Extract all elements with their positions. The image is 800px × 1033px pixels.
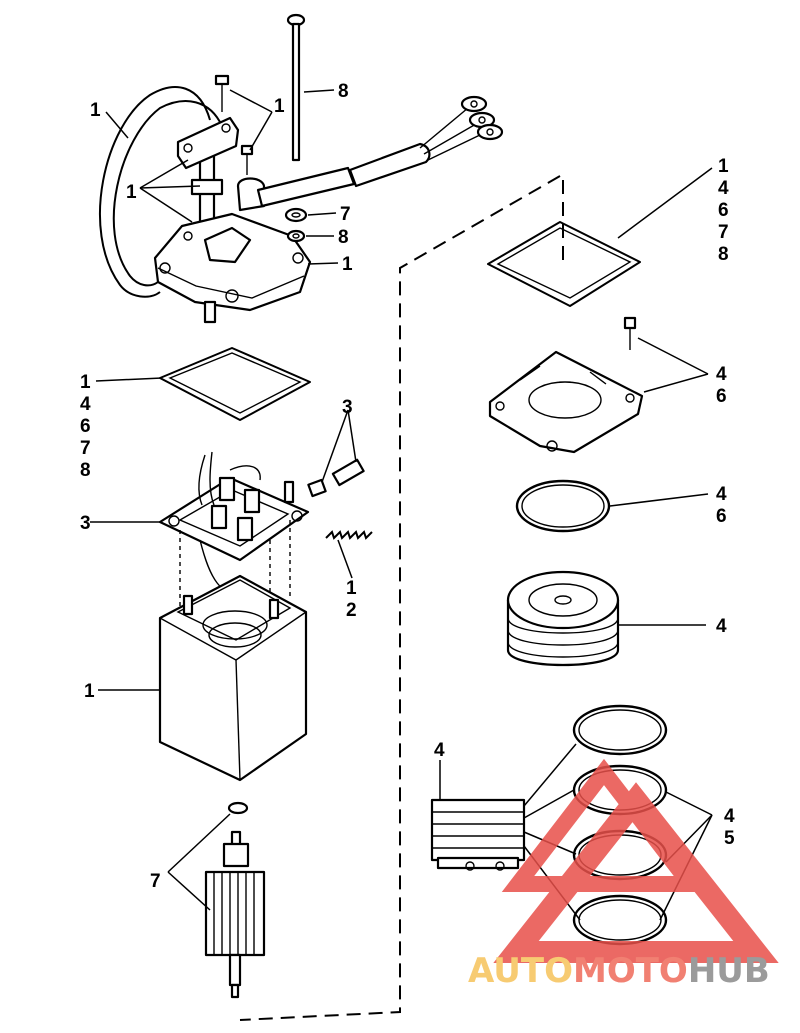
callout-line: 4 [716, 484, 727, 505]
o-ring-upper [515, 479, 611, 533]
washer [284, 207, 308, 223]
callout-line: 6 [716, 506, 727, 527]
watermark-part3: HUB [688, 951, 770, 991]
callout-line: 6 [80, 416, 91, 437]
callout-line: 8 [338, 227, 349, 248]
bracket-screw [240, 144, 254, 175]
callout-line: 7 [718, 222, 729, 243]
callout-line: 5 [724, 828, 735, 849]
bracket-screw [214, 74, 230, 112]
callout-line: 2 [346, 600, 357, 621]
callout-line: 8 [718, 244, 729, 265]
hose-loop [99, 86, 211, 298]
callout-line: 8 [338, 81, 349, 102]
callout-c19: 7 [150, 871, 161, 892]
callout-c5: 7 [340, 204, 351, 225]
callout-c1: 1 [90, 100, 101, 121]
callout-line: 7 [340, 204, 351, 225]
armature [204, 830, 266, 999]
callout-c3: 1 [126, 182, 137, 203]
callout-line: 6 [716, 386, 727, 407]
brush-spring [325, 530, 373, 540]
motor-frame [158, 574, 308, 782]
callout-line: 7 [150, 871, 161, 892]
callout-line: 1 [90, 100, 101, 121]
callout-line: 1 [274, 96, 285, 117]
valve-stack [430, 798, 526, 871]
callout-c6: 8 [338, 227, 349, 248]
gasket-left [159, 347, 311, 421]
callout-c4: 8 [338, 81, 349, 102]
callout-line: 4 [716, 364, 727, 385]
armature-washer [227, 801, 249, 815]
callout-line: 1 [718, 156, 729, 177]
callout-line: 3 [80, 513, 91, 534]
watermark-text: AUTOMOTOHUB [468, 951, 770, 991]
pump-body [506, 570, 620, 667]
watermark-part2: MOTO [573, 951, 688, 991]
callout-line: 1 [80, 372, 91, 393]
pump-adaptor-plate [488, 316, 644, 454]
logo-triangle-inner [501, 758, 707, 892]
through-bolt [286, 13, 306, 162]
washer [286, 229, 306, 243]
callout-line: 1 [84, 681, 95, 702]
callout-line: 6 [718, 200, 729, 221]
o-ring [572, 704, 668, 756]
callout-c7: 1 [342, 254, 353, 275]
callout-line: 1 [126, 182, 137, 203]
callout-line: 1 [346, 578, 357, 599]
callout-line: 4 [718, 178, 729, 199]
brush-pair [307, 458, 365, 498]
brush-plate-assembly [158, 451, 310, 620]
callout-c12: 3 [342, 397, 353, 418]
callout-line: 4 [716, 616, 727, 637]
callout-line: 4 [80, 394, 91, 415]
callout-c15: 4 [716, 616, 727, 637]
end-head-assembly [99, 13, 504, 324]
callout-line: 4 [724, 806, 735, 827]
callout-c16: 1 [84, 681, 95, 702]
watermark: AUTOMOTOHUB [468, 758, 779, 991]
o-ring [572, 894, 668, 946]
assembly-dash-line [239, 175, 561, 1021]
callout-line: 4 [434, 740, 445, 761]
callout-line: 8 [80, 460, 91, 481]
callout-line: 3 [342, 397, 353, 418]
callout-line: 1 [342, 254, 353, 275]
wire-harness [256, 166, 356, 208]
callout-line: 7 [80, 438, 91, 459]
watermark-logo [493, 758, 779, 963]
gasket-right [487, 221, 641, 307]
callout-c17: 4 [434, 740, 445, 761]
callout-c2: 1 [274, 96, 285, 117]
watermark-part1: AUTO [468, 951, 573, 991]
callout-c11: 3 [80, 513, 91, 534]
